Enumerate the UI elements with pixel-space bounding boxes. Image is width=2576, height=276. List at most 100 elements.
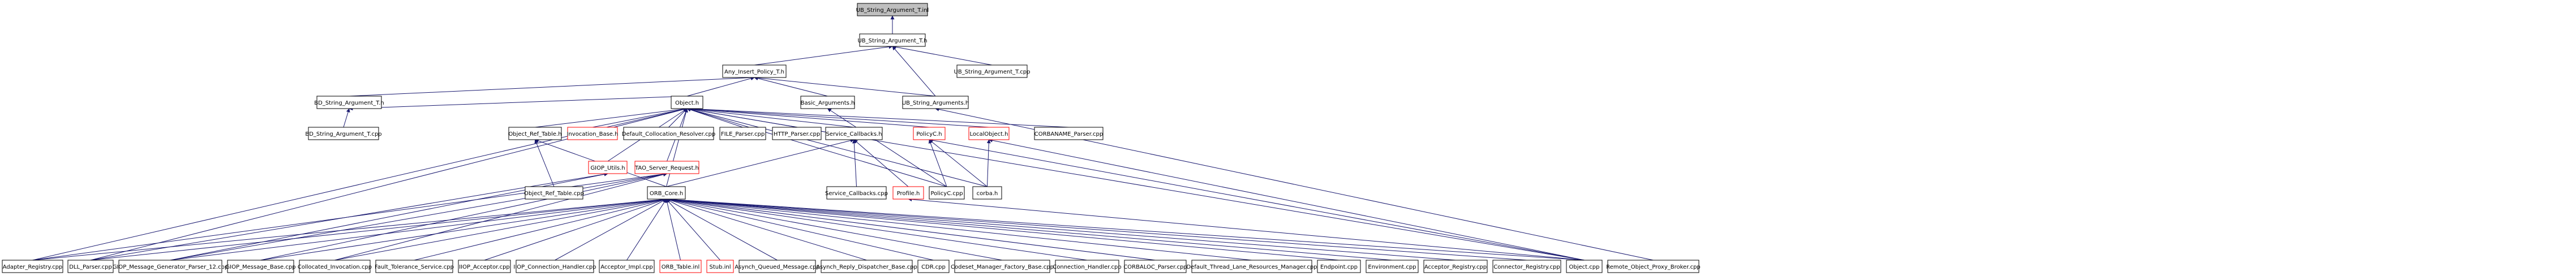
node-default-collocation-resolver-cpp[interactable]: Default_Collocation_Resolver.cpp: [622, 127, 716, 140]
edge-ub-string-arguments-h-to-ub-string-argument-t-h: [892, 46, 936, 97]
node-box: [1191, 260, 1312, 273]
node-box: [968, 127, 1010, 140]
node-object-ref-table-cpp[interactable]: Object_Ref_Table.cpp: [524, 186, 584, 200]
edge-basic-arguments-h-to-any-insert-policy-t-h: [754, 76, 828, 97]
node-any-insert-policy-t-h[interactable]: Any_Insert_Policy_T.h: [722, 64, 787, 78]
edge-stub-inl-to-orb-core-h: [666, 199, 720, 261]
node-orb-table-inl[interactable]: ORB_Table.inl: [659, 260, 702, 273]
node-acceptor-registry-cpp[interactable]: Acceptor_Registry.cpp: [1423, 260, 1488, 273]
edge-policyc-cpp-to-object-h: [686, 107, 947, 187]
node-service-callbacks-cpp[interactable]: Service_Callbacks.cpp: [825, 186, 888, 200]
node-box: [634, 161, 699, 174]
node-policyc-cpp[interactable]: PolicyC.cpp: [929, 186, 965, 200]
node-localobject-h[interactable]: LocalObject.h: [968, 127, 1010, 140]
node-giop-message-generator-parser-12-cpp[interactable]: GIOP_Message_Generator_Parser_12.cpp: [113, 260, 229, 273]
node-label: PolicyC.cpp: [930, 191, 963, 197]
edge-object-h-to-any-insert-policy-t-h: [686, 76, 755, 97]
node-label: CDR.cpp: [921, 264, 946, 270]
node-label: BD_String_Argument_T.cpp: [305, 131, 381, 137]
node-basic-arguments-h[interactable]: Basic_Arguments.h: [800, 96, 855, 109]
node-object-h[interactable]: Object.h: [671, 96, 703, 109]
node-box: [913, 127, 946, 140]
edge-policyc-cpp-to-basic-arguments-h: [827, 108, 947, 187]
edge-orb-table-inl-to-orb-core-h: [665, 199, 681, 261]
node-tao-server-request-h[interactable]: TAO_Server_Request.h: [634, 161, 699, 174]
node-dll-parser-cpp[interactable]: DLL_Parser.cpp: [67, 260, 114, 273]
node-connection-handler-cpp[interactable]: Connection_Handler.cpp: [1053, 260, 1122, 273]
node-acceptor-impl-cpp[interactable]: Acceptor_Impl.cpp: [599, 260, 655, 273]
node-object-cpp[interactable]: Object.cpp: [1566, 260, 1603, 273]
edge-cdr-cpp-to-orb-core-h: [666, 197, 934, 261]
node-label: Environment.cpp: [1368, 264, 1416, 270]
node-cdr-cpp[interactable]: CDR.cpp: [917, 260, 950, 273]
node-environment-cpp[interactable]: Environment.cpp: [1366, 260, 1419, 273]
node-giop-utils-h[interactable]: GIOP_Utils.h: [588, 161, 628, 174]
node-box: [972, 186, 1002, 200]
node-label: Codeset_Manager_Factory_Base.cpp: [951, 264, 1054, 270]
node-iiop-connection-handler-cpp[interactable]: IIOP_Connection_Handler.cpp: [513, 260, 596, 273]
node-label: Object_Ref_Table.h: [508, 131, 561, 137]
edge-codeset-manager-factory-base-cpp-to-orb-core-h: [666, 197, 1003, 261]
node-profile-h[interactable]: Profile.h: [892, 186, 924, 200]
node-box: [826, 186, 887, 200]
node-box: [772, 127, 822, 140]
node-box: [588, 161, 628, 174]
node-box: [1566, 260, 1603, 273]
node-label: ORB_Core.h: [650, 191, 683, 197]
node-box: [917, 260, 950, 273]
node-box: [857, 3, 928, 16]
node-label: Default_Collocation_Resolver.cpp: [622, 131, 716, 137]
node-box: [1366, 260, 1419, 273]
node-box: [954, 260, 1050, 273]
edge-iiop-acceptor-cpp-to-orb-core-h: [484, 198, 667, 261]
node-codeset-manager-factory-base-cpp[interactable]: Codeset_Manager_Factory_Base.cpp: [951, 260, 1054, 273]
node-policyc-h[interactable]: PolicyC.h: [913, 127, 946, 140]
node-object-ref-table-h[interactable]: Object_Ref_Table.h: [508, 127, 562, 140]
node-label: Connection_Handler.cpp: [1053, 264, 1121, 270]
edge-giop-message-base-cpp-to-orb-core-h: [260, 197, 667, 261]
node-label: Invocation_Base.h: [567, 131, 619, 137]
node-file-parser-cpp[interactable]: FILE_Parser.cpp: [719, 127, 766, 140]
edge-ub-string-arguments-h-to-any-insert-policy-t-h: [754, 76, 936, 97]
node-label: CORBALOC_Parser.cpp: [1123, 264, 1187, 270]
node-ub-string-argument-t-cpp[interactable]: UB_String_Argument_T.cpp: [954, 64, 1031, 78]
node-adapter-registry-cpp[interactable]: Adapter_Registry.cpp: [2, 260, 63, 273]
node-asynch-queued-message-cpp[interactable]: Asynch_Queued_Message.cpp: [735, 260, 820, 273]
node-label: Fault_Tolerance_Service.cpp: [375, 264, 454, 270]
node-orb-core-h[interactable]: ORB_Core.h: [647, 186, 686, 200]
node-label: GIOP_Utils.h: [590, 165, 625, 171]
nodes-layer: UB_String_Argument_T.inlUB_String_Argume…: [2, 3, 1701, 273]
node-collocated-invocation-cpp[interactable]: Collocated_Invocation.cpp: [298, 260, 372, 273]
node-http-parser-cpp[interactable]: HTTP_Parser.cpp: [772, 127, 822, 140]
node-ub-string-argument-t-h[interactable]: UB_String_Argument_T.h: [857, 33, 928, 47]
node-giop-message-base-cpp[interactable]: GIOP_Message_Base.cpp: [225, 260, 296, 273]
node-corbaname-parser-cpp[interactable]: CORBANAME_Parser.cpp: [1034, 127, 1104, 140]
node-label: HTTP_Parser.cpp: [774, 131, 820, 137]
node-endpoint-cpp[interactable]: Endpoint.cpp: [1317, 260, 1361, 273]
node-service-callbacks-h[interactable]: Service_Callbacks.h: [825, 127, 883, 140]
node-remote-object-proxy-broker-cpp[interactable]: Remote_Object_Proxy_Broker.cpp: [1606, 260, 1701, 273]
node-box: [821, 260, 913, 273]
node-corba-h[interactable]: corba.h: [972, 186, 1002, 200]
edge-localobject-h-to-object-h: [686, 106, 989, 128]
node-label: CORBANAME_Parser.cpp: [1034, 131, 1104, 137]
node-fault-tolerance-service-cpp[interactable]: Fault_Tolerance_Service.cpp: [375, 260, 454, 273]
node-box: [647, 186, 686, 200]
node-invocation-base-h[interactable]: Invocation_Base.h: [567, 127, 619, 140]
node-iiop-acceptor-cpp[interactable]: IIOP_Acceptor.cpp: [458, 260, 511, 273]
node-stub-inl[interactable]: Stub.inl: [706, 260, 734, 273]
node-label: IIOP_Connection_Handler.cpp: [513, 264, 596, 270]
node-label: Default_Thread_Lane_Resources_Manager.cp…: [1186, 264, 1317, 270]
node-label: IIOP_Acceptor.cpp: [459, 264, 510, 270]
node-bd-string-argument-t-cpp[interactable]: BD_String_Argument_T.cpp: [305, 127, 382, 140]
node-label: Asynch_Reply_Dispatcher_Base.cpp: [816, 264, 917, 270]
node-default-thread-lane-resources-manager-cpp[interactable]: Default_Thread_Lane_Resources_Manager.cp…: [1186, 260, 1317, 273]
node-label: Service_Callbacks.h: [826, 131, 882, 137]
node-connector-registry-cpp[interactable]: Connector_Registry.cpp: [1492, 260, 1561, 273]
node-ub-string-arguments-h[interactable]: UB_String_Arguments.h: [902, 96, 969, 109]
node-bd-string-argument-t-h[interactable]: BD_String_Argument_T.h: [314, 96, 384, 109]
node-label: UB_String_Argument_T.cpp: [954, 69, 1031, 75]
node-asynch-reply-dispatcher-base-cpp[interactable]: Asynch_Reply_Dispatcher_Base.cpp: [816, 260, 917, 273]
node-corbaloc-parser-cpp[interactable]: CORBALOC_Parser.cpp: [1123, 260, 1187, 273]
